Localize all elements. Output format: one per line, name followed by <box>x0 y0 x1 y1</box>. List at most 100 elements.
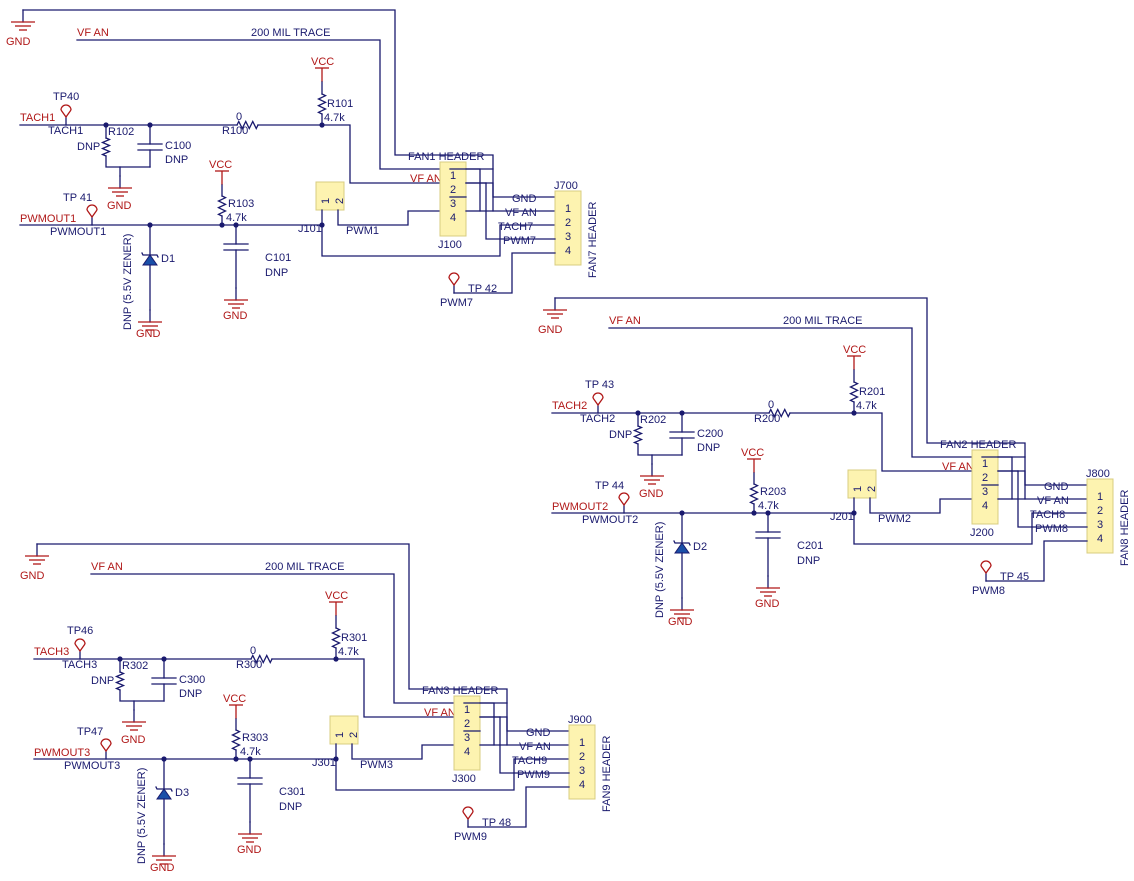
fan7-header-pin: 1 <box>1097 491 1103 503</box>
pwm-wire-label: PWM2 <box>878 513 911 525</box>
fan7-vf-label: VF AN <box>1037 495 1069 507</box>
r-pwm-pull-value: 4.7k <box>226 212 247 224</box>
r-tach-ref: R102 <box>108 126 134 138</box>
fan7-header-title: FAN7 HEADER <box>587 202 599 278</box>
gnd-tach-label: GND <box>107 200 132 212</box>
jumper-pin1: 1 <box>320 198 332 204</box>
vf-an-label: VF AN <box>91 561 123 573</box>
fan7-header-body <box>1086 478 1114 554</box>
fan7-gnd-label: GND <box>1044 481 1069 493</box>
fan7-header-ref: J900 <box>568 714 592 726</box>
vcc-tach-label: VCC <box>311 56 334 68</box>
jumper-pin2-wire <box>869 497 983 514</box>
fan7-header-ref: J800 <box>1086 468 1110 480</box>
fan-header-title: FAN1 HEADER <box>408 151 484 163</box>
r-tach <box>114 671 126 691</box>
r-pull-ref: R101 <box>327 98 353 110</box>
gnd-top-label: GND <box>20 570 45 582</box>
tp-fan-v <box>462 811 474 821</box>
r-series-ref: R100 <box>222 125 248 137</box>
tp-fan-arc <box>448 272 460 279</box>
zener-bar <box>673 540 691 546</box>
fan-header-pin: 1 <box>464 704 470 716</box>
jumper-body <box>329 715 359 745</box>
fan7-header-pin: 4 <box>1097 533 1103 545</box>
jumper-ref: J101 <box>298 223 322 235</box>
fan7-header-pin: 4 <box>565 245 571 257</box>
fan7-tach-wire <box>499 716 570 774</box>
diode-note: DNP (5.5V ZENER) <box>654 522 666 618</box>
gnd-rail-wire <box>22 9 556 198</box>
pwm-to-fan-wire <box>335 758 570 791</box>
c-pwm-value: DNP <box>279 801 302 813</box>
fan7-header-ref: J700 <box>554 180 578 192</box>
fan-header-pin: 2 <box>450 184 456 196</box>
c-pwm-ref: C201 <box>797 540 823 552</box>
fan7-header-pin: 2 <box>1097 505 1103 517</box>
tp-fan-net: PWM8 <box>972 585 1005 597</box>
fan7-pwm-label: PWM8 <box>1035 523 1068 535</box>
junction-dot <box>219 222 225 228</box>
fan7-header-pin: 3 <box>579 765 585 777</box>
tp-fan-arc <box>980 560 992 567</box>
r-pwm-pull <box>748 483 760 505</box>
vf-an-label: VF AN <box>77 27 109 39</box>
fan7-header-pin: 2 <box>565 217 571 229</box>
r-tach-value: DNP <box>609 429 632 441</box>
r-tach-bottom <box>637 443 683 456</box>
hdr-pin2-out <box>465 182 494 212</box>
fan-header-ref: J100 <box>438 239 462 251</box>
fan-header-pin: 2 <box>464 718 470 730</box>
r-pwm-pull-value: 4.7k <box>240 746 261 758</box>
jumper-pin2: 2 <box>334 198 346 204</box>
pwm-to-fan-wire <box>853 512 1088 545</box>
fan7-tach-label: TACH9 <box>512 755 547 767</box>
fan-header-title: FAN2 HEADER <box>940 439 1016 451</box>
tp-tach-v <box>74 643 86 653</box>
r-pull <box>330 627 342 649</box>
fan7-gnd-label: GND <box>512 193 537 205</box>
jumper-pin2: 2 <box>866 486 878 492</box>
r-pwm-pull-ref: R303 <box>242 732 268 744</box>
fan-header-title: FAN3 HEADER <box>422 685 498 697</box>
fan7-tach-label: TACH7 <box>498 221 533 233</box>
vcc-pwm-label: VCC <box>741 447 764 459</box>
zener-body <box>674 542 690 554</box>
gnd-top-label: GND <box>6 36 31 48</box>
junction-dot <box>233 756 239 762</box>
r-tach-bottom <box>119 689 165 702</box>
fan7-header-pin: 2 <box>579 751 585 763</box>
tach-wire-right <box>789 412 983 472</box>
zener-bar <box>141 252 159 258</box>
junction-dot <box>319 122 325 128</box>
fan7-gnd-label: GND <box>526 727 551 739</box>
tp-fan-ref: TP 48 <box>482 817 511 829</box>
fan-header-pin: 1 <box>450 170 456 182</box>
tp-fan-arc <box>462 806 474 813</box>
fan7-pwm-label: PWM7 <box>503 235 536 247</box>
junction-dot <box>851 410 857 416</box>
tp-pwm-arc <box>100 738 112 745</box>
tach-net-label: TACH3 <box>34 646 69 658</box>
tach-local-label: TACH1 <box>48 125 83 137</box>
tp-pwm-arc <box>618 492 630 499</box>
fan7-header-body <box>554 190 582 266</box>
tach-wire-right <box>257 124 451 184</box>
tp-pwm-arc <box>86 204 98 211</box>
r-pwm-pull <box>216 195 228 217</box>
fan7-pwm-label: PWM9 <box>517 769 550 781</box>
pwm-local-label: PWMOUT3 <box>64 760 120 772</box>
r-series-value: 0 <box>250 645 256 657</box>
pwm-net-label: PWMOUT2 <box>552 501 608 513</box>
tach-wire-right <box>271 658 465 718</box>
c-tach-value: DNP <box>697 442 720 454</box>
gnd-rail-wire <box>554 297 1088 486</box>
jumper-pin1: 1 <box>334 732 346 738</box>
gnd-cap-label: GND <box>223 310 248 322</box>
fan7-header-pin: 4 <box>579 779 585 791</box>
hdr-pin2-out <box>479 716 508 746</box>
pwm-wire-label: PWM1 <box>346 225 379 237</box>
fan-header-body <box>439 161 467 237</box>
